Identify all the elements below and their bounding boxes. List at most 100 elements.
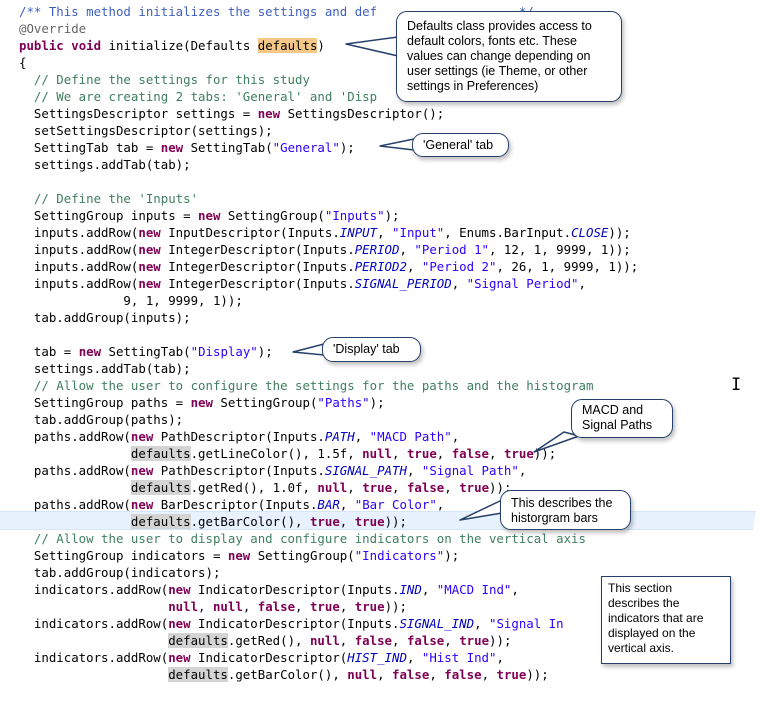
code-token: true bbox=[362, 480, 393, 495]
code-token: inputs.addRow( bbox=[19, 242, 139, 257]
code-token: indicators.addRow( bbox=[19, 616, 169, 631]
code-token: CLOSE bbox=[571, 225, 609, 240]
code-token: "Signal Path" bbox=[421, 463, 519, 478]
code-token: , bbox=[377, 225, 393, 240]
code-token bbox=[19, 633, 168, 648]
code-token: defaults bbox=[130, 514, 191, 529]
code-token: // Define the 'Inputs' bbox=[19, 191, 199, 206]
code-token: "Signal Period" bbox=[466, 276, 579, 291]
code-token: new bbox=[198, 208, 221, 223]
code-token: true bbox=[309, 514, 340, 529]
code-token: inputs.addRow( bbox=[19, 259, 139, 274]
code-token: SIGNAL_PERIOD bbox=[354, 276, 452, 291]
code-token: PathDescriptor(Inputs. bbox=[153, 429, 325, 444]
code-token: , bbox=[392, 633, 407, 648]
code-token: )); bbox=[526, 667, 549, 682]
code-token: SettingGroup( bbox=[212, 395, 318, 410]
code-token: "Signal In bbox=[489, 616, 564, 631]
text-cursor-icon: I bbox=[731, 375, 742, 395]
code-token: , bbox=[347, 480, 363, 495]
code-token: , bbox=[511, 582, 519, 597]
code-token: new bbox=[160, 140, 184, 155]
code-token: , bbox=[295, 599, 310, 614]
code-token: true bbox=[406, 446, 437, 461]
code-line: { bbox=[19, 54, 26, 71]
code-token: false bbox=[406, 633, 445, 648]
code-token: settings.addTab(tab); bbox=[19, 157, 191, 172]
macd-callout: MACD and Signal Paths bbox=[571, 399, 673, 438]
code-token: )); bbox=[384, 599, 407, 614]
code-editor[interactable]: /** This method initializes the settings… bbox=[0, 0, 761, 702]
code-line: defaults.getBarColor(), null, false, fal… bbox=[19, 666, 549, 683]
code-token: "Inputs" bbox=[324, 208, 385, 223]
code-token: new bbox=[78, 344, 102, 359]
code-token: .getRed(), 1.0f, bbox=[190, 480, 318, 495]
code-token: // Allow the user to display and configu… bbox=[19, 531, 586, 546]
code-token: defaults bbox=[130, 480, 191, 495]
code-line: /** This method initializes the settings… bbox=[19, 3, 534, 20]
code-token: new bbox=[138, 242, 161, 257]
code-token: SettingGroup( bbox=[250, 548, 355, 563]
code-line: // Allow the user to configure the setti… bbox=[19, 377, 594, 394]
code-token: "Period 2" bbox=[421, 259, 497, 274]
code-line: SettingGroup inputs = new SettingGroup("… bbox=[19, 207, 400, 224]
code-line: // Define the settings for this study bbox=[19, 71, 310, 88]
code-line: indicators.addRow(new IndicatorDescripto… bbox=[19, 649, 504, 666]
code-token: SIGNAL_IND bbox=[399, 616, 475, 631]
code-token: , bbox=[496, 650, 504, 665]
code-token: // Define the settings for this study bbox=[19, 72, 310, 87]
code-line: tab.addGroup(indicators); bbox=[19, 564, 221, 581]
code-line: null, null, false, true, true)); bbox=[19, 598, 407, 615]
code-token: , bbox=[339, 599, 355, 614]
code-token: , bbox=[451, 276, 467, 291]
code-token: HIST_IND bbox=[347, 650, 407, 665]
code-line: paths.addRow(new PathDescriptor(Inputs.P… bbox=[19, 428, 459, 445]
code-token: .getRed(), bbox=[227, 633, 310, 648]
code-token: SettingTab tab = bbox=[19, 140, 161, 155]
code-line: SettingsDescriptor settings = new Settin… bbox=[19, 105, 444, 122]
code-token: , bbox=[392, 446, 407, 461]
indicators-callout: This section describes the indicators th… bbox=[601, 576, 731, 664]
code-token: void bbox=[71, 38, 102, 53]
code-token: PATH bbox=[324, 429, 355, 444]
code-token: SettingGroup indicators = bbox=[19, 548, 228, 563]
code-token: .getBarColor(), bbox=[190, 514, 310, 529]
code-line: tab.addGroup(inputs); bbox=[19, 309, 191, 326]
code-line: tab = new SettingTab("Display"); bbox=[19, 343, 273, 360]
histogram-callout: This describes the historgram bars bbox=[500, 490, 631, 530]
code-token: PathDescriptor(Inputs. bbox=[153, 463, 325, 478]
code-line: setSettingsDescriptor(settings); bbox=[19, 122, 273, 139]
code-token: , bbox=[421, 582, 437, 597]
code-token: , bbox=[489, 446, 504, 461]
code-token: , bbox=[392, 480, 407, 495]
code-token: public bbox=[19, 38, 64, 53]
code-token: defaults bbox=[168, 667, 228, 682]
code-token: false bbox=[354, 633, 393, 648]
code-token: defaults bbox=[130, 446, 191, 461]
code-token: new bbox=[168, 582, 191, 597]
code-token: setSettingsDescriptor(settings); bbox=[19, 123, 273, 138]
code-token: ); bbox=[444, 548, 460, 563]
code-line: SettingGroup paths = new SettingGroup("P… bbox=[19, 394, 385, 411]
code-line: paths.addRow(new BarDescriptor(Inputs.BA… bbox=[19, 496, 444, 513]
screenshot-paper: /** This method initializes the settings… bbox=[0, 0, 761, 702]
code-token: tab = bbox=[19, 344, 79, 359]
code-token: null bbox=[347, 667, 378, 682]
code-token: , bbox=[444, 633, 460, 648]
code-token: false bbox=[451, 446, 490, 461]
code-token: tab.addGroup(paths); bbox=[19, 412, 184, 427]
code-line: defaults.getLineColor(), 1.5f, null, tru… bbox=[19, 445, 556, 462]
code-token: , bbox=[406, 463, 422, 478]
code-line: defaults.getBarColor(), true, true)); bbox=[19, 513, 407, 530]
code-token: new bbox=[138, 276, 161, 291]
code-token: new bbox=[190, 395, 213, 410]
code-token: SettingsDescriptor(); bbox=[280, 106, 445, 121]
code-token: new bbox=[138, 225, 161, 240]
code-line: settings.addTab(tab); bbox=[19, 156, 191, 173]
code-token: SettingsDescriptor settings = bbox=[19, 106, 258, 121]
code-token: new bbox=[130, 429, 154, 444]
code-line: inputs.addRow(new InputDescriptor(Inputs… bbox=[19, 224, 631, 241]
code-line: SettingGroup indicators = new SettingGro… bbox=[19, 547, 459, 564]
code-token: new bbox=[227, 548, 251, 563]
code-token: null bbox=[212, 599, 243, 614]
